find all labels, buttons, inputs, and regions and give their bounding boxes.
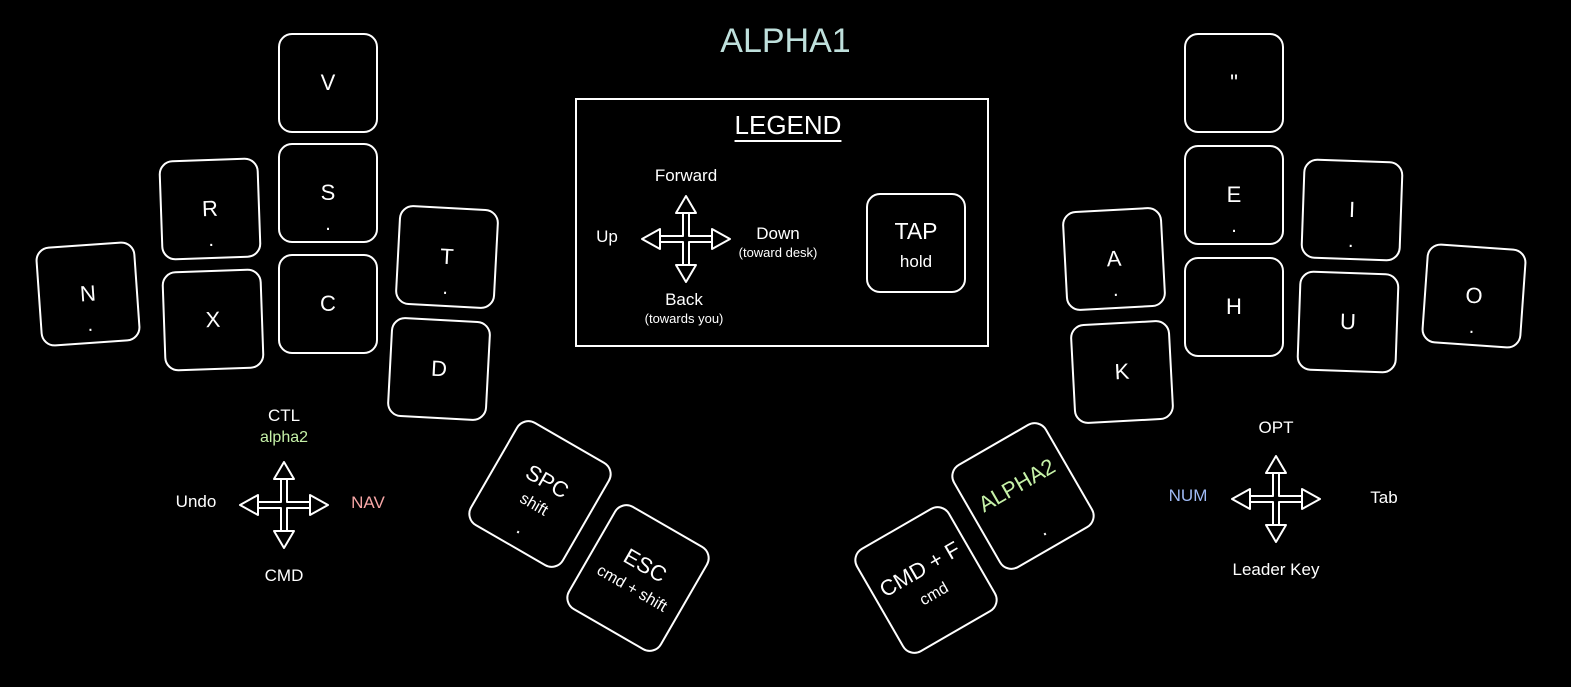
- legend-joystick-cross-icon: [641, 195, 731, 283]
- hold-dot: .: [1468, 315, 1476, 339]
- hold-dot: .: [1112, 278, 1119, 302]
- key-label: E: [1226, 182, 1242, 207]
- hold-dot: .: [325, 213, 331, 235]
- key-label: N: [79, 280, 97, 307]
- left-joystick-back-label: CMD: [264, 566, 304, 585]
- key-e[interactable]: E .: [1184, 145, 1284, 245]
- left-joystick-cross-icon: [239, 461, 329, 549]
- key-quote[interactable]: ": [1184, 33, 1284, 133]
- legend-down-note: (toward desk): [738, 245, 818, 260]
- right-joystick-down-label: Tab: [1370, 488, 1398, 507]
- right-joystick-forward-label: OPT: [1258, 418, 1294, 437]
- left-joystick-down-label: NAV: [351, 493, 385, 512]
- key-n[interactable]: N .: [34, 240, 142, 348]
- key-k[interactable]: K: [1069, 319, 1175, 425]
- left-joystick-forward-hold-label: alpha2: [259, 429, 309, 446]
- key-label: R: [201, 195, 219, 222]
- key-label: U: [1339, 308, 1357, 335]
- key-label: ": [1230, 70, 1238, 95]
- key-label: T: [439, 243, 455, 270]
- key-label: D: [430, 355, 448, 382]
- key-d[interactable]: D: [386, 316, 492, 422]
- legend-hold-label: hold: [899, 252, 933, 271]
- key-s[interactable]: S .: [278, 143, 378, 243]
- key-label: A: [1105, 245, 1122, 272]
- key-label: S: [320, 180, 336, 205]
- key-r[interactable]: R .: [158, 157, 262, 261]
- right-joystick-back-label: Leader Key: [1232, 560, 1320, 579]
- key-label: C: [320, 291, 336, 316]
- key-label: I: [1348, 196, 1356, 223]
- hold-dot: .: [442, 276, 449, 300]
- legend-tap-hold-key: TAP hold: [866, 193, 966, 293]
- key-label: X: [205, 306, 221, 333]
- key-a[interactable]: A .: [1061, 206, 1167, 312]
- key-label: V: [320, 70, 336, 95]
- key-o[interactable]: O .: [1420, 242, 1528, 350]
- left-joystick-up-label: Undo: [175, 492, 217, 511]
- legend-down-label: Down: [756, 224, 800, 243]
- page-title: ALPHA1: [720, 22, 851, 60]
- key-label: K: [1113, 358, 1130, 385]
- key-label: H: [1226, 294, 1242, 319]
- legend-box: [575, 98, 989, 347]
- legend-back-note: (towards you): [644, 311, 724, 326]
- legend-tap-label: TAP: [894, 218, 938, 244]
- key-u[interactable]: U: [1296, 270, 1400, 374]
- right-joystick-cross-icon: [1231, 455, 1321, 543]
- key-h[interactable]: H: [1184, 257, 1284, 357]
- key-label: ALPHA2: [973, 453, 1060, 518]
- hold-dot: .: [86, 313, 94, 337]
- key-c[interactable]: C: [278, 254, 378, 354]
- key-label: O: [1464, 282, 1484, 309]
- key-t[interactable]: T .: [394, 204, 500, 310]
- hold-dot: .: [1034, 518, 1051, 541]
- left-joystick-forward-label: CTL: [267, 406, 301, 425]
- hold-dot: .: [207, 228, 215, 252]
- key-x[interactable]: X: [161, 268, 265, 372]
- key-v[interactable]: V: [278, 33, 378, 133]
- legend-up-label: Up: [596, 227, 618, 246]
- key-i[interactable]: I .: [1300, 158, 1404, 262]
- hold-dot: .: [1231, 215, 1237, 237]
- legend-forward-label: Forward: [654, 166, 718, 185]
- legend-title: LEGEND: [734, 110, 842, 140]
- hold-dot: .: [1347, 229, 1355, 253]
- legend-back-label: Back: [665, 290, 703, 309]
- right-joystick-up-label: NUM: [1168, 486, 1208, 505]
